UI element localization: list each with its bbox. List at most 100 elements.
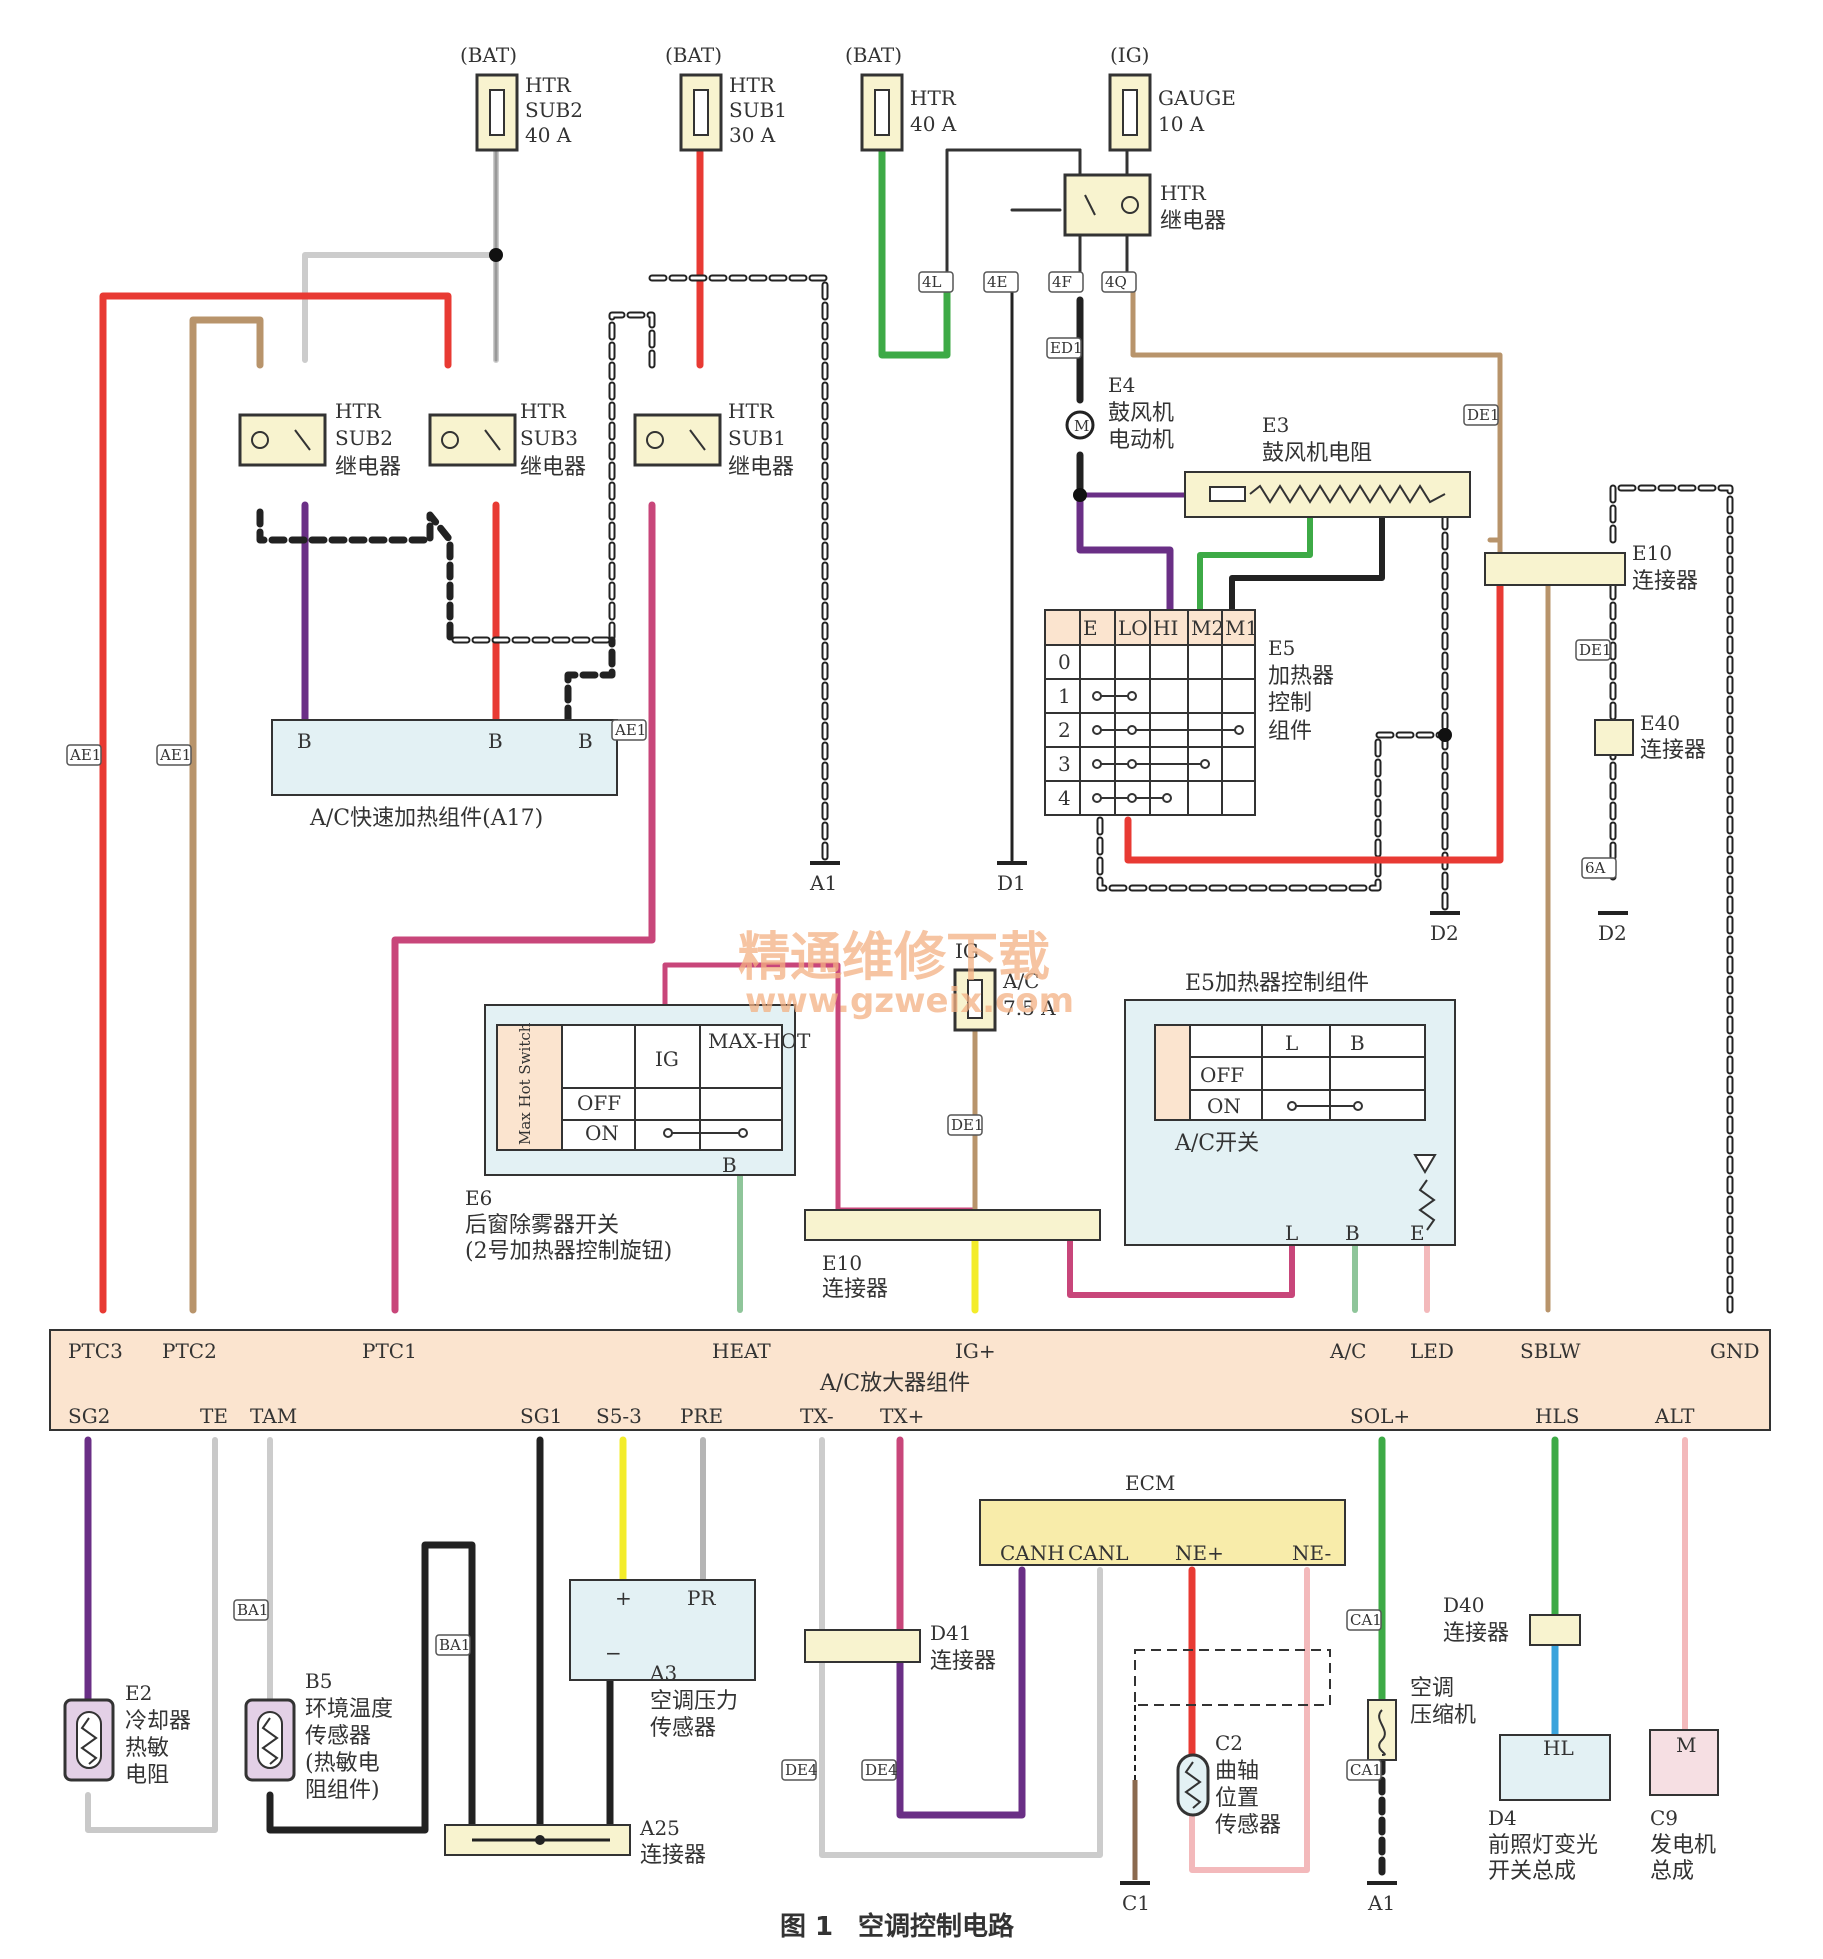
connector-tag-label: 4E <box>987 273 1008 291</box>
svg-text:继电器: 继电器 <box>520 455 586 480</box>
amp-pin-top: SBLW <box>1520 1339 1581 1363</box>
svg-text:30 A: 30 A <box>729 123 776 147</box>
svg-text:10 A: 10 A <box>1158 112 1205 136</box>
e10-connector-top: E10 连接器 <box>1484 541 1698 594</box>
svg-text:B: B <box>1350 1031 1365 1055</box>
svg-text:M: M <box>1676 1733 1696 1757</box>
svg-text:E40: E40 <box>1640 711 1680 735</box>
svg-text:连接器: 连接器 <box>640 1843 706 1868</box>
svg-text:E4: E4 <box>1108 373 1135 397</box>
svg-text:(BAT): (BAT) <box>845 43 902 67</box>
svg-text:SUB3: SUB3 <box>520 426 578 450</box>
fuse-htr-sub2: (BAT) HTR SUB2 40 A <box>460 43 583 152</box>
svg-text:E5加热器控制组件: E5加热器控制组件 <box>1185 971 1369 996</box>
svg-text:E10: E10 <box>1632 541 1672 565</box>
svg-text:热敏: 热敏 <box>125 1736 169 1761</box>
svg-text:E6: E6 <box>465 1186 492 1210</box>
connector-tag-label: CA1 <box>1350 1761 1382 1779</box>
svg-text:IG: IG <box>655 1047 679 1071</box>
wire-purple-e5 <box>1076 491 1174 614</box>
svg-text:连接器: 连接器 <box>930 1649 996 1674</box>
a17-quick-heater: B B B A/C快速加热组件(A17) <box>271 719 618 831</box>
svg-text:HTR: HTR <box>910 86 957 110</box>
svg-text:L: L <box>1285 1221 1298 1245</box>
svg-text:压缩机: 压缩机 <box>1410 1703 1476 1728</box>
connector-tag <box>983 271 1019 293</box>
svg-text:7.5 A: 7.5 A <box>1003 996 1056 1020</box>
connector-tag <box>233 1599 269 1621</box>
b5-ambient-temp-sensor: B5 环境温度 传感器 (热敏电 阻组件) <box>244 1669 393 1803</box>
amp-pin-bottom: ALT <box>1654 1404 1695 1428</box>
wire-brown-ptc2 <box>189 316 264 1314</box>
e4-blower-motor: M E4 鼓风机 电动机 <box>1065 373 1174 453</box>
svg-text:IG: IG <box>955 939 979 963</box>
svg-text:开关总成: 开关总成 <box>1488 1859 1576 1884</box>
wire-dash-a1 <box>648 274 829 864</box>
fuse-htr: (BAT) HTR 40 A <box>845 43 957 152</box>
svg-text:传感器: 传感器 <box>650 1716 716 1741</box>
svg-text:NE-: NE- <box>1292 1541 1331 1565</box>
svg-text:(2号加热器控制旋钮): (2号加热器控制旋钮) <box>465 1239 672 1264</box>
connector-tag <box>1101 271 1137 293</box>
svg-text:GAUGE: GAUGE <box>1158 86 1236 110</box>
connector-tag <box>781 1759 817 1781</box>
svg-text:D41: D41 <box>930 1621 971 1645</box>
svg-text:L: L <box>1285 1031 1298 1055</box>
e5-row-label: 2 <box>1058 718 1071 742</box>
connector-tag-label: BA1 <box>237 1601 268 1619</box>
amp-pin-top: PTC1 <box>362 1339 417 1363</box>
connector-tag-label: BA1 <box>439 1636 470 1654</box>
wire-green-e5 <box>1197 512 1313 613</box>
e5-row-label: 4 <box>1058 786 1071 810</box>
svg-text:A1: A1 <box>1367 1891 1395 1915</box>
svg-text:ON: ON <box>585 1121 619 1145</box>
connector-tag <box>1346 1609 1382 1631</box>
ground-d2-right: D2 <box>1598 911 1628 945</box>
svg-text:ECM: ECM <box>1125 1471 1175 1495</box>
ground-a1-top: A1 <box>809 861 840 895</box>
svg-text:后窗除雾器开关: 后窗除雾器开关 <box>465 1213 619 1238</box>
amp-pin-top: IG+ <box>955 1339 996 1363</box>
e5-row-label: 3 <box>1058 752 1071 776</box>
connector-tag-label: DE1 <box>951 1116 984 1134</box>
svg-text:SUB2: SUB2 <box>525 98 583 122</box>
svg-text:(BAT): (BAT) <box>665 43 722 67</box>
wire-black-e5 <box>1229 512 1385 613</box>
connector-tag-label: DE1 <box>1579 641 1612 659</box>
svg-text:A1: A1 <box>809 871 837 895</box>
svg-text:电动机: 电动机 <box>1108 428 1174 453</box>
svg-text:HTR: HTR <box>728 399 775 423</box>
e2-cooler-thermistor: E2 冷却器 热敏 电阻 <box>63 1681 191 1788</box>
wire-green-htr <box>878 146 951 359</box>
svg-text:Max Hot Switch: Max Hot Switch <box>516 1022 534 1145</box>
connector-tag-label: 6A <box>1585 859 1606 877</box>
connector-tag-label: AE1 <box>614 721 646 739</box>
svg-text:图 1: 图 1 <box>780 1912 833 1942</box>
svg-text:精通维修下载: 精通维修下载 <box>738 927 1050 988</box>
relay-htr: HTR 继电器 <box>1063 173 1226 237</box>
svg-text:PR: PR <box>687 1586 716 1610</box>
svg-text:冷却器: 冷却器 <box>125 1709 191 1734</box>
svg-text:(热敏电: (热敏电 <box>305 1751 380 1776</box>
svg-text:D2: D2 <box>1598 921 1627 945</box>
figure-caption: 图 1 空调控制电路 <box>780 1911 1015 1942</box>
amp-pin-top: LED <box>1410 1339 1454 1363</box>
watermark: 精通维修下载 www.gzweix.com <box>738 927 1074 1021</box>
e6-rear-defogger-switch: Max Hot Switch IG MAX-HOT OFF ON B E6 后窗… <box>465 1004 811 1264</box>
svg-text:曲轴: 曲轴 <box>1215 1759 1259 1784</box>
svg-text:组件: 组件 <box>1268 719 1312 744</box>
svg-text:A25: A25 <box>639 1816 680 1840</box>
svg-text:位置: 位置 <box>1215 1786 1259 1811</box>
svg-text:空调控制电路: 空调控制电路 <box>858 1911 1015 1942</box>
connector-tag <box>611 719 647 741</box>
connector-tag <box>947 1114 983 1136</box>
svg-text:B: B <box>722 1153 737 1177</box>
svg-text:阻组件): 阻组件) <box>305 1778 380 1803</box>
svg-text:OFF: OFF <box>1200 1063 1244 1087</box>
svg-text:A/C快速加热组件(A17): A/C快速加热组件(A17) <box>309 806 543 831</box>
connector-tag <box>1046 337 1082 359</box>
amp-pin-bottom: TX- <box>800 1404 834 1428</box>
